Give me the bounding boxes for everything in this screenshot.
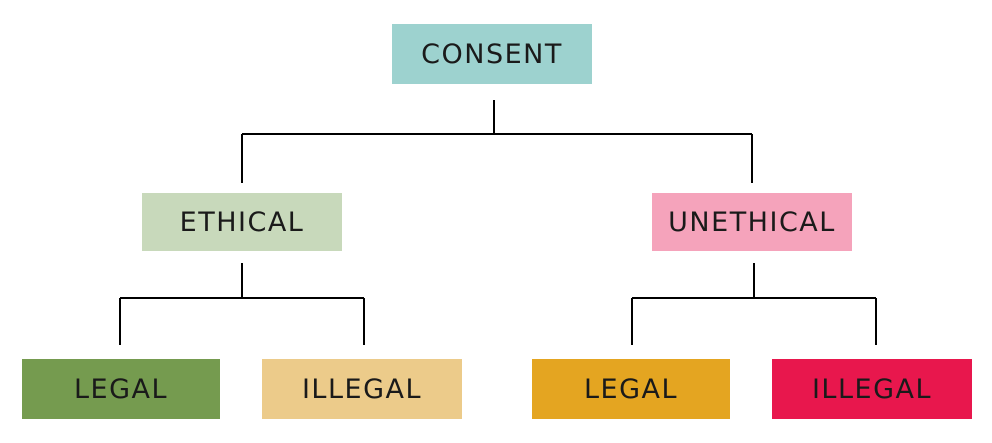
node-consent: CONSENT — [392, 24, 592, 84]
node-unethical-illegal: ILLEGAL — [772, 359, 972, 419]
node-unethical-legal: LEGAL — [532, 359, 730, 419]
node-ethical-illegal: ILLEGAL — [262, 359, 462, 419]
node-unethical: UNETHICAL — [652, 193, 852, 251]
node-ethical: ETHICAL — [142, 193, 342, 251]
node-ethical-legal: LEGAL — [22, 359, 220, 419]
